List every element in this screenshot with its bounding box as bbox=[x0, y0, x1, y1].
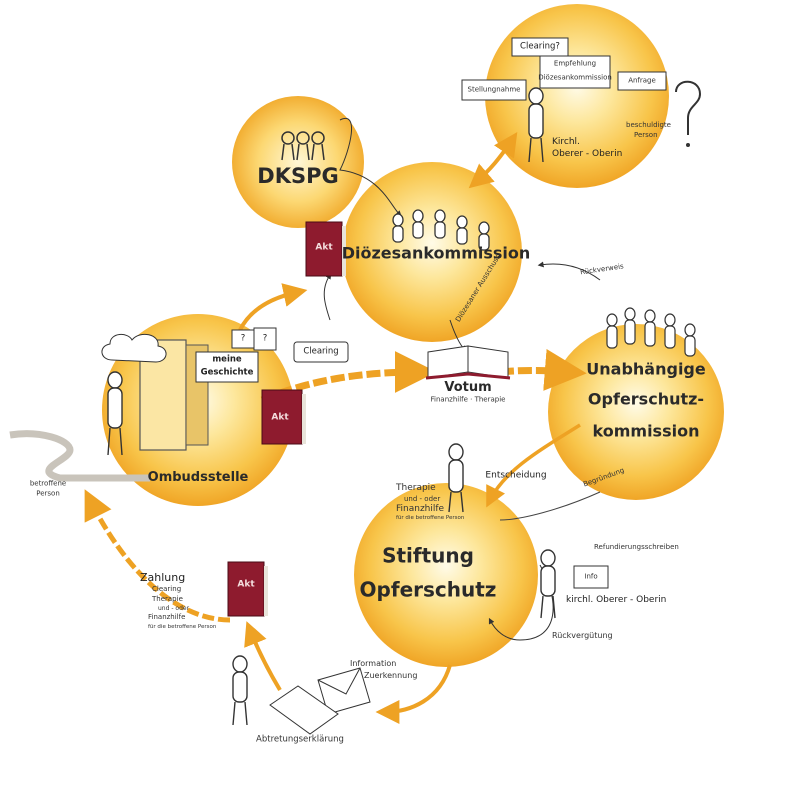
arrow-zahlung-to-person bbox=[84, 489, 231, 623]
label-anfrage: Anfrage bbox=[628, 76, 656, 85]
document-sheet bbox=[269, 685, 339, 735]
opferschutzkommission-circle bbox=[548, 324, 724, 500]
box-clearing-center bbox=[293, 341, 349, 363]
node-opferschutzkommission-line2: Opferschutz- bbox=[587, 389, 705, 409]
thought-cloud bbox=[101, 333, 167, 363]
envelope bbox=[317, 667, 371, 715]
label-zuerkennung: Zuerkennung bbox=[364, 671, 418, 680]
question-mark-figure bbox=[675, 80, 702, 135]
label-betroffene-2: Person bbox=[36, 489, 60, 498]
label-question-2: ? bbox=[262, 333, 268, 344]
node-dioezesankommission: Diözesankommission bbox=[341, 243, 531, 263]
label-empfehlung-2: Diözesankommission bbox=[538, 73, 612, 82]
stiftung-circle bbox=[354, 483, 538, 667]
box-info bbox=[573, 565, 609, 589]
label-geschichte: Geschichte bbox=[200, 367, 254, 378]
label-entscheidung: Entscheidung bbox=[485, 470, 547, 481]
label-clearing: Clearing bbox=[303, 346, 339, 357]
folder-top bbox=[305, 221, 346, 277]
line-dkspg bbox=[339, 117, 402, 217]
node-ombudsstelle: Ombudsstelle bbox=[147, 470, 249, 486]
label-clearing-question: Clearing? bbox=[520, 41, 560, 52]
arrow-ombuds-to-votum bbox=[260, 351, 437, 404]
box-empfehlung bbox=[539, 55, 611, 89]
node-dkspg: DKSPG bbox=[257, 163, 339, 188]
label-abtretung: Abtretungserklärung bbox=[256, 734, 344, 745]
label-zahlung-therapie: Therapie bbox=[152, 595, 183, 603]
arrow-to-bottom-akt bbox=[244, 621, 282, 692]
node-stiftung-line2: Opferschutz bbox=[359, 577, 497, 602]
label-stellungnahme: Stellungnahme bbox=[467, 85, 521, 94]
label-betroffene-1: betroffene bbox=[29, 479, 67, 488]
label-oberer-stiftung: kirchl. Oberer - Oberin bbox=[566, 595, 667, 605]
arrow-votum-to-kommission bbox=[499, 349, 587, 391]
label-refundierung: Refundierungsschreiben bbox=[594, 543, 679, 551]
node-stiftung-line1: Stiftung bbox=[382, 543, 474, 568]
box-q2 bbox=[253, 327, 277, 351]
label-oberer-2: Oberer - Oberin bbox=[552, 149, 623, 159]
votum-book bbox=[425, 345, 511, 380]
label-akt-top: Akt bbox=[315, 242, 333, 253]
arrow-stiftung-down bbox=[375, 664, 452, 724]
label-votum: Votum bbox=[444, 380, 492, 396]
label-zahlung-person: für die betroffene Person bbox=[148, 624, 217, 630]
label-beschuldigte-1: beschuldigte bbox=[626, 121, 671, 129]
dkspg-circle bbox=[232, 96, 364, 228]
label-rueckverguetung: Rückvergütung bbox=[552, 631, 613, 640]
label-zahlung-undoder: und - oder bbox=[158, 605, 190, 612]
label-beschuldigte-2: Person bbox=[634, 131, 658, 139]
line-clearing bbox=[323, 273, 332, 321]
label-zahlung-finanzhilfe: Finanzhilfe bbox=[148, 613, 186, 621]
arrow-kommission-to-stiftung bbox=[486, 423, 581, 508]
label-question-1: ? bbox=[240, 333, 246, 344]
label-meine: meine bbox=[212, 354, 242, 365]
folder-ombuds bbox=[261, 389, 306, 445]
line-begruendung bbox=[499, 491, 601, 521]
box-meine-geschichte bbox=[195, 351, 259, 383]
label-therapie-3: Finanzhilfe bbox=[396, 504, 445, 514]
node-opferschutzkommission-line1: Unabhängige bbox=[586, 359, 706, 379]
dkspg-figures bbox=[281, 131, 325, 161]
kommission-figures bbox=[392, 209, 490, 251]
folder-bottom bbox=[227, 561, 268, 617]
path-road bbox=[9, 430, 150, 482]
node-opferschutzkommission-line3: kommission bbox=[592, 421, 700, 441]
arrow-top-circle-link bbox=[468, 132, 518, 189]
label-therapie-4: für die betroffene Person bbox=[396, 515, 465, 521]
label-zahlung: Zahlung bbox=[140, 571, 186, 584]
dioezesankommission-circle bbox=[342, 162, 522, 342]
opferschutz-figures bbox=[606, 307, 696, 357]
line-rueckverweis bbox=[537, 261, 601, 281]
label-info: Info bbox=[584, 572, 598, 581]
label-empfehlung-1: Empfehlung bbox=[553, 59, 597, 68]
label-zahlung-clearing: Clearing bbox=[152, 585, 182, 593]
label-oberer-1: Kirchl. bbox=[552, 137, 580, 147]
box-anfrage bbox=[617, 71, 667, 91]
arrow-ombuds-to-akt bbox=[238, 283, 308, 331]
label-akt-bottom: Akt bbox=[237, 579, 255, 590]
label-akt-ombuds: Akt bbox=[271, 412, 289, 423]
box-stellungnahme bbox=[461, 79, 527, 101]
label-information: Information bbox=[350, 659, 397, 668]
person-figures bbox=[107, 87, 556, 726]
label-therapie-1: Therapie bbox=[396, 483, 436, 493]
label-votum-sub: Finanzhilfe · Therapie bbox=[430, 395, 506, 404]
label-therapie-2: und - oder bbox=[404, 495, 441, 503]
